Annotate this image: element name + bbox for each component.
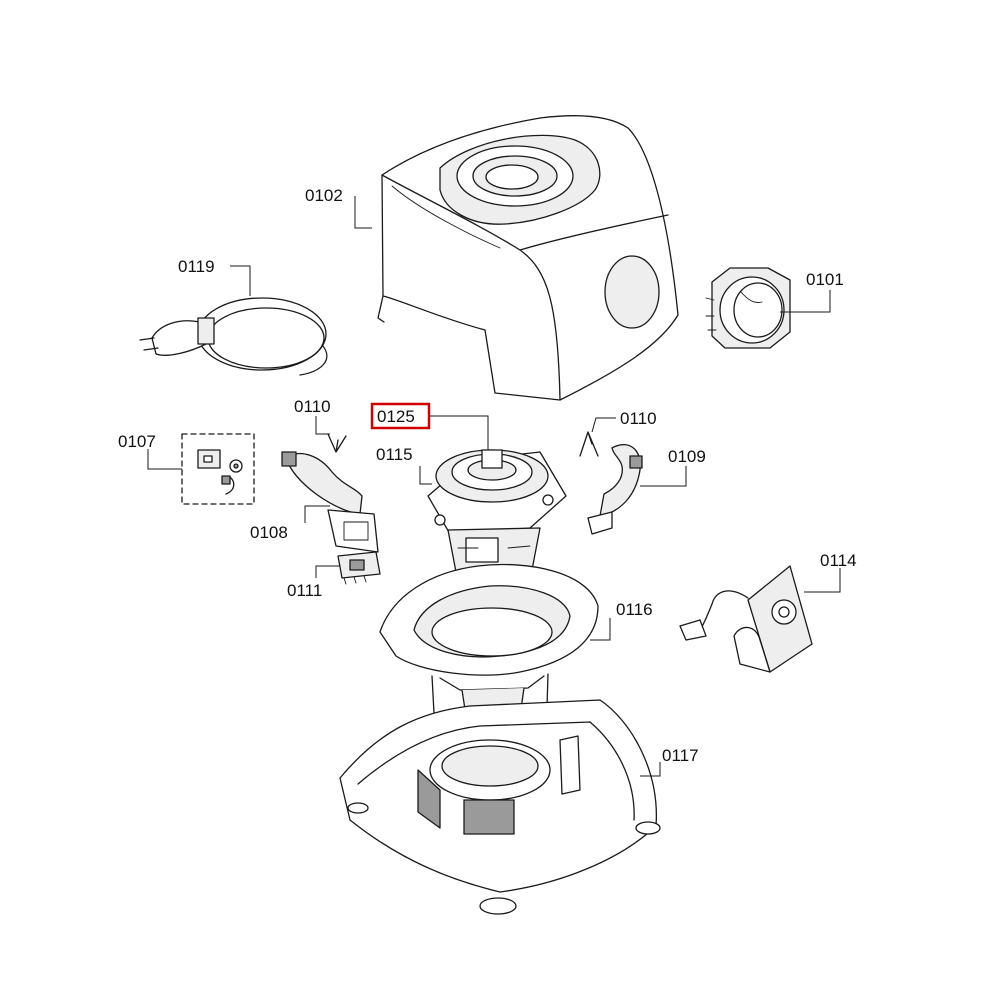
leader-0115: [419, 466, 432, 485]
leader-lines: [147, 196, 841, 777]
control-knob: [705, 267, 791, 349]
leader-0111: [315, 565, 340, 578]
small-circuit-board: [337, 551, 381, 585]
callout-0125: 0125: [377, 407, 415, 426]
top-housing-cover: [377, 115, 679, 401]
leader-0117: [640, 762, 661, 777]
callout-0119: 0119: [178, 257, 215, 276]
left-bracket: [281, 451, 379, 553]
callout-0107: 0107: [118, 432, 156, 451]
leader-0110-right: [591, 417, 616, 433]
spring-clip-left: [327, 433, 347, 453]
leader-0102: [354, 196, 372, 229]
leader-0101: [780, 290, 831, 313]
callout-0110-right: 0110: [620, 409, 657, 428]
leader-0125: [430, 415, 489, 450]
callout-0115: 0115: [376, 445, 413, 464]
callout-0117: 0117: [662, 746, 699, 765]
middle-ring-plate: [379, 563, 599, 751]
right-bracket: [587, 444, 643, 535]
spring-clip-right: [579, 431, 599, 457]
small-parts-set: [181, 433, 255, 505]
leader-0119: [230, 265, 251, 296]
leader-0109: [640, 466, 687, 487]
callout-0114: 0114: [820, 551, 857, 570]
highlight-box-0125: [370, 402, 431, 430]
callout-0110-left: 0110: [294, 397, 331, 416]
callout-0116: 0116: [616, 600, 653, 619]
control-board: [679, 565, 813, 673]
callout-0111: 0111: [287, 581, 322, 600]
leader-0108: [304, 505, 330, 523]
leader-0107: [147, 449, 182, 470]
callout-0109: 0109: [668, 447, 706, 466]
callout-0102: 0102: [305, 186, 343, 205]
leader-0110-left: [315, 416, 330, 435]
callout-0108: 0108: [250, 523, 288, 542]
leader-0116: [590, 618, 611, 641]
callout-0101: 0101: [806, 270, 844, 289]
power-cord: [139, 297, 328, 376]
motor-base: [339, 699, 661, 915]
leader-0114: [804, 568, 841, 593]
